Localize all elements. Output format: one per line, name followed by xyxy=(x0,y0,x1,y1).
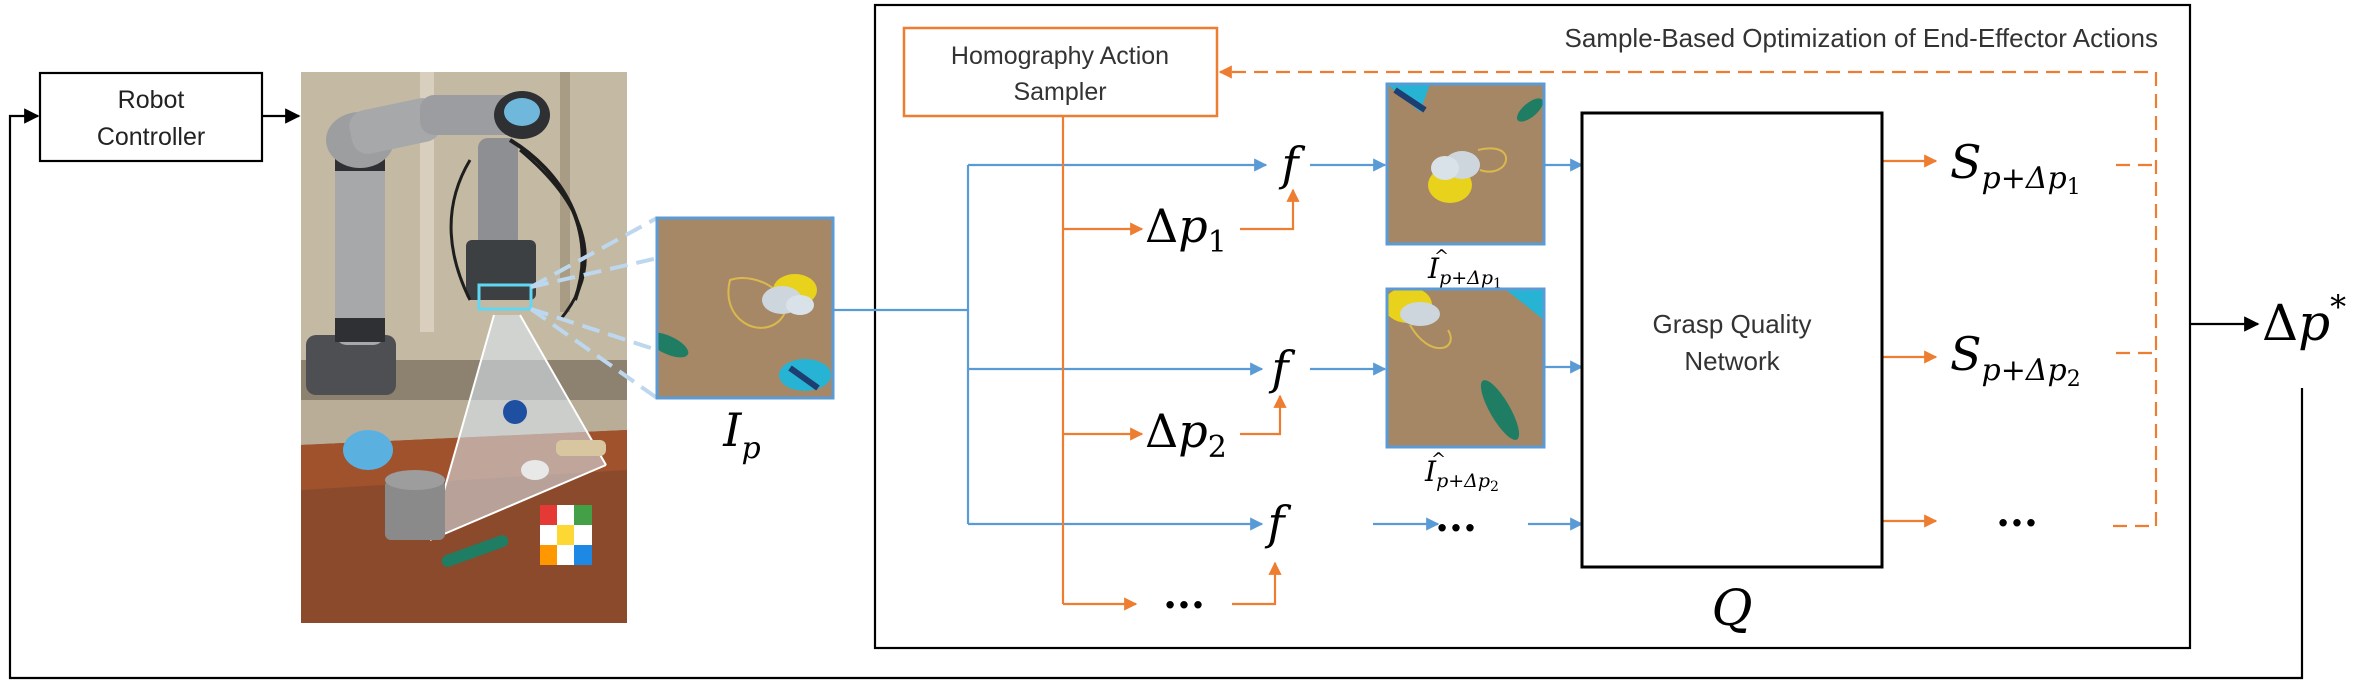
output-action: Δp* xyxy=(2262,288,2346,352)
robot-photo xyxy=(301,72,627,623)
score-labels: Sp+Δp1 Sp+Δp2 ... xyxy=(1950,135,2081,536)
optimization-box: Sample-Based Optimization of End-Effecto… xyxy=(873,3,2192,650)
image-flow-lines xyxy=(833,158,1584,531)
input-image: Ip xyxy=(655,216,835,466)
warped-image-label-2: Ip+Δp2 xyxy=(1424,455,1499,495)
warped-image-1: Ip+Δp1 ^ xyxy=(1385,82,1546,292)
delta-label-2: Δp2 xyxy=(1145,404,1227,465)
optimization-title: Sample-Based Optimization of End-Effecto… xyxy=(1565,23,2158,53)
input-image-label: Ip xyxy=(722,403,760,466)
sampler-label-2: Sampler xyxy=(1013,78,1106,106)
score-label-1: Sp+Δp1 xyxy=(1950,135,2081,200)
robot-controller-box: Robot Controller xyxy=(38,71,264,163)
score-feedback-lines xyxy=(1218,65,2158,528)
warped-image-label-1: Ip+Δp1 xyxy=(1427,252,1502,292)
warped-image-hat-2: ^ xyxy=(1431,449,1446,470)
warped-image-2: Ip+Δp2 ^ xyxy=(1385,287,1546,495)
grasp-quality-network: Grasp Quality Network Q xyxy=(1580,111,1884,637)
network-symbol: Q xyxy=(1712,579,1753,637)
delta-label-1: Δp1 xyxy=(1145,199,1227,260)
delta-ellipsis: ... xyxy=(1163,571,1205,618)
output-label: Δp* xyxy=(2262,288,2346,352)
feedback-loop xyxy=(8,108,2304,680)
warp-f-1: f xyxy=(1278,137,1305,191)
warp-f-2: f xyxy=(1268,341,1295,395)
score-ellipsis: ... xyxy=(1996,489,2038,536)
network-label-1: Grasp Quality xyxy=(1653,309,1812,339)
action-flow-lines xyxy=(1061,116,1938,611)
delta-labels: Δp1 Δp2 ... xyxy=(1145,199,1227,618)
robot-controller-label-1: Robot xyxy=(118,86,185,114)
sampler-label-1: Homography Action xyxy=(951,42,1169,70)
robot-controller-label-2: Controller xyxy=(97,123,205,151)
sampler-box: Homography Action Sampler xyxy=(902,26,1219,118)
feedback-line xyxy=(8,108,2304,680)
score-label-2: Sp+Δp2 xyxy=(1950,327,2081,392)
warp-f-3: f xyxy=(1264,496,1291,550)
warp-functions: f f f xyxy=(1264,137,1305,550)
warped-ellipsis: ... xyxy=(1435,494,1477,541)
warped-image-hat-1: ^ xyxy=(1434,246,1449,267)
network-label-2: Network xyxy=(1684,346,1780,376)
